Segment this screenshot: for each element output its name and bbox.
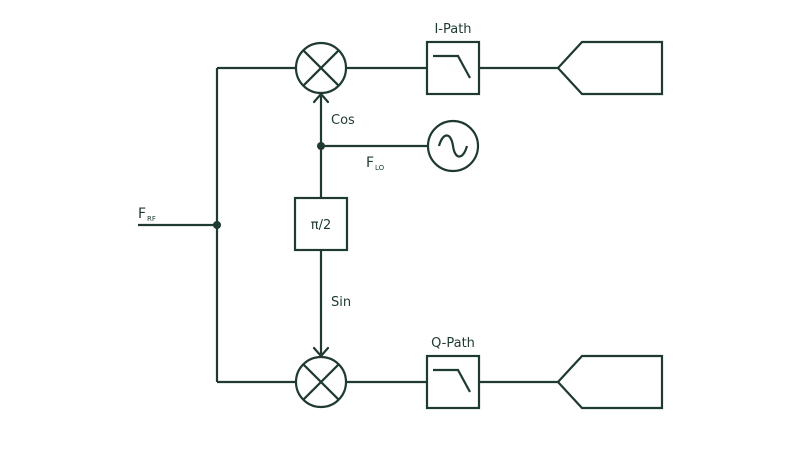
i-filter-response <box>433 54 471 79</box>
q-filter-response <box>433 368 471 393</box>
q-mixer <box>294 355 348 409</box>
lowpass-filter-icon <box>425 40 481 96</box>
q-mixer-cross-b <box>302 363 340 401</box>
sin-arrowhead <box>312 346 330 358</box>
lo-label: F <box>366 155 374 171</box>
cos-label: Cos <box>331 113 355 128</box>
i-mixer <box>294 41 348 95</box>
lowpass-filter-icon <box>425 354 481 410</box>
sine-wave-glyph <box>437 134 469 158</box>
phase-shift-block <box>293 196 349 252</box>
phase-shift-label: π/2 <box>311 218 331 233</box>
q-path-label: Q-Path <box>431 336 475 351</box>
output-port-icon <box>556 40 664 96</box>
lo-subscript: LO <box>375 164 385 172</box>
local-oscillator <box>426 119 480 173</box>
i-path-label: I-Path <box>434 22 471 37</box>
rf-input-label: F <box>138 206 146 222</box>
q-path-filter <box>425 354 481 410</box>
rf-input-subscript: RF <box>147 215 156 223</box>
rf-junction-dot <box>213 221 221 229</box>
output-port-icon <box>556 354 664 410</box>
sin-label: Sin <box>331 295 351 310</box>
i-mixer-cross-b <box>302 49 340 87</box>
i-path-filter <box>425 40 481 96</box>
cos-arrowhead <box>312 92 330 104</box>
